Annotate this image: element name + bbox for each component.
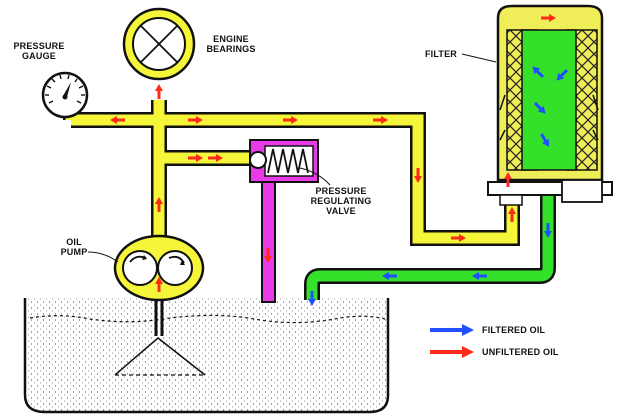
oil-pump-label: OIL PUMP [54,237,94,257]
engine-bearings-label-line-2: BEARINGS [206,44,256,54]
filtered-flow-arrow [556,68,569,81]
pressure-gauge-label-line-2: GAUGE [21,51,56,61]
oil-pump-label-line-1: OIL [66,237,82,247]
unfiltered-flow-arrow [451,234,466,242]
oil-pump-label-line-2: PUMP [60,247,88,257]
unfiltered-flow-arrow [188,116,203,124]
pressure-gauge-label: PRESSURE GAUGE [10,41,68,61]
engine-bearings [122,7,196,81]
unfiltered-flow-arrow [414,168,422,183]
red-arrow-icon [430,346,474,358]
valve-label-line-3: VALVE [326,206,356,216]
filtered-flow-arrow [533,101,546,114]
filtered-flow-arrow [308,291,316,306]
valve-label-line-1: PRESSURE [315,186,367,196]
unfiltered-flow-arrow [373,116,388,124]
filtered-flow-arrow [382,272,397,280]
legend-item-unfiltered: UNFILTERED OIL [428,346,608,358]
engine-bearings-label-line-1: ENGINE [213,34,249,44]
unfiltered-flow-arrow [155,277,163,292]
unfiltered-flow-arrow [155,197,163,212]
legend-item-filtered: FILTERED OIL [428,324,608,336]
pressure-regulating-valve-label: PRESSURE REGULATING VALVE [305,186,377,216]
unfiltered-flow-arrow [208,154,223,162]
unfiltered-flow-arrow [155,84,163,99]
legend: FILTERED OIL UNFILTERED OIL [428,324,608,364]
blue-arrow-icon [430,324,474,336]
filtered-flow-arrow [472,272,487,280]
pressure-gauge-label-line-1: PRESSURE [13,41,65,51]
oil-filter [487,4,613,206]
filtered-flow-arrow [540,133,549,147]
unfiltered-flow-arrow [110,116,125,124]
engine-bearings-label: ENGINE BEARINGS [200,34,262,54]
unfiltered-flow-arrow [508,207,516,222]
pressure-regulating-valve [249,139,319,303]
legend-filtered-text: FILTERED OIL [482,325,546,335]
pickup-strainer [114,300,206,376]
valve-label-line-2: REGULATING [310,196,372,206]
oil-sump [23,298,390,414]
unfiltered-flow-arrow [264,248,272,263]
unfiltered-flow-arrow [188,154,203,162]
oil-pump [113,234,205,302]
legend-unfiltered-text: UNFILTERED OIL [482,347,559,357]
unfiltered-flow-arrow [283,116,298,124]
filtered-oil-line [304,190,556,300]
flow-arrows [110,14,569,306]
unfiltered-flow-arrow [541,14,556,22]
pressure-gauge [41,71,89,119]
filter-label-text: FILTER [424,49,458,59]
unfiltered-flow-arrow [504,172,512,187]
filtered-flow-arrow [532,66,545,79]
leader-lines [87,53,497,263]
filtered-flow-arrow [544,223,552,238]
filter-label: FILTER [418,49,464,59]
